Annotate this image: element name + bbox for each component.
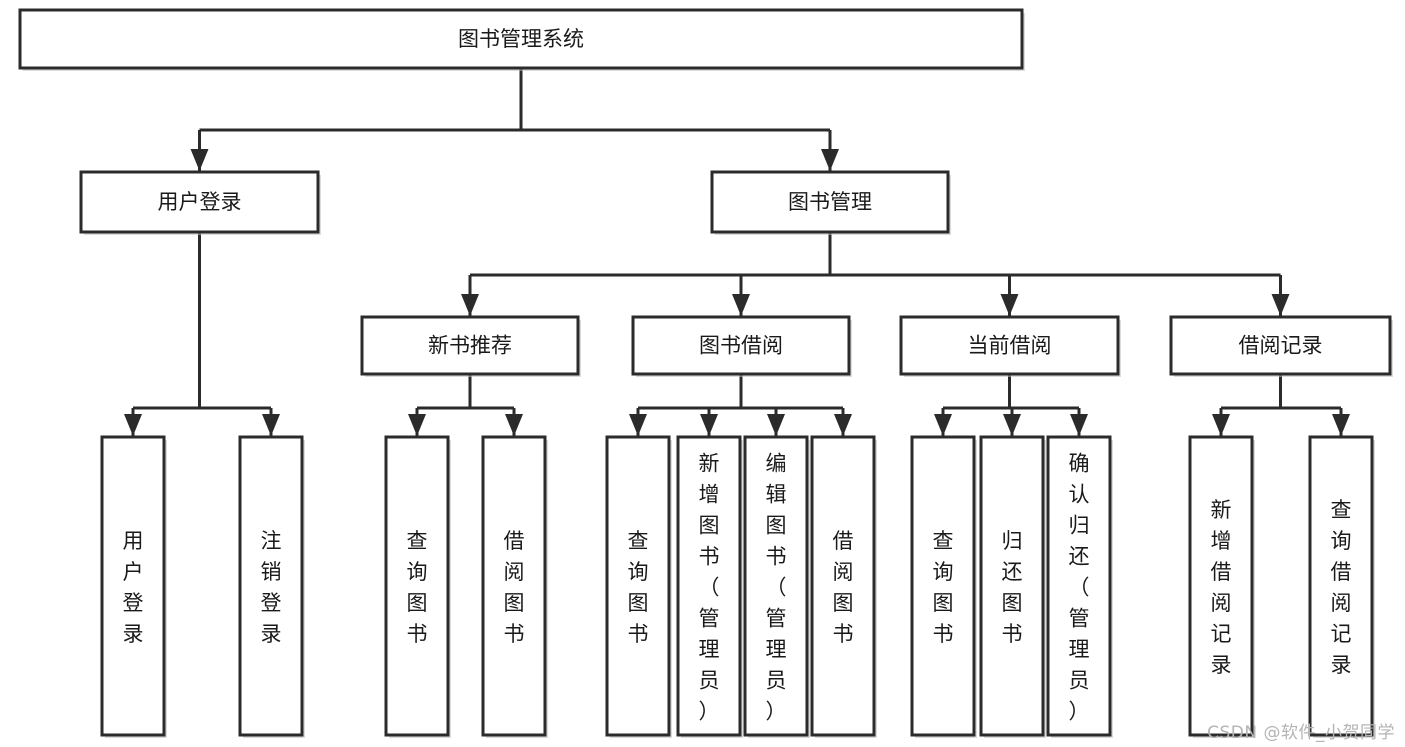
- box-outline: [605, 435, 671, 737]
- node-label: 借阅图书: [504, 529, 525, 646]
- node-leaf-query-record[interactable]: 查询借阅记录: [1308, 435, 1375, 738]
- box-outline: [1169, 315, 1392, 376]
- box-outline: [18, 8, 1024, 70]
- arrow-head-icon: [1332, 414, 1350, 436]
- box-outline: [384, 435, 450, 737]
- node-label: 确认归还（管理员）: [1069, 452, 1090, 724]
- node-leaf-borrow-book[interactable]: 借阅图书: [810, 435, 877, 738]
- node-label: 注销登录: [261, 529, 282, 646]
- box-outline: [910, 435, 976, 737]
- box-outline: [979, 435, 1045, 737]
- node-label: 图书借阅: [699, 334, 783, 358]
- arrow-head-icon: [834, 414, 852, 436]
- node-leaf-add-record[interactable]: 新增借阅记录: [1188, 435, 1255, 738]
- node-label: 查询图书: [933, 529, 954, 646]
- node-borrow-record[interactable]: 借阅记录: [1169, 315, 1393, 377]
- node-current-borrow[interactable]: 当前借阅: [899, 315, 1121, 377]
- node-user-login[interactable]: 用户登录: [79, 170, 321, 235]
- node-book-manage[interactable]: 图书管理: [710, 170, 951, 235]
- arrow-head-icon: [1271, 294, 1290, 316]
- box-outline: [1308, 435, 1374, 737]
- node-label: 新增图书（管理员）: [699, 452, 720, 724]
- node-label: 编辑图书（管理员）: [766, 452, 787, 724]
- box-outline: [79, 170, 320, 234]
- box-outline: [1188, 435, 1254, 737]
- node-label: 查询图书: [407, 529, 428, 646]
- box-outline: [710, 170, 950, 234]
- arrow-head-icon: [461, 294, 479, 316]
- arrow-head-icon: [124, 414, 142, 436]
- arrow-head-icon: [629, 414, 647, 436]
- arrow-head-icon: [1212, 414, 1230, 436]
- box-outline: [743, 435, 809, 737]
- node-label: 查询借阅记录: [1331, 498, 1352, 677]
- node-leaf-confirm-return[interactable]: 确认归还（管理员）: [1046, 435, 1113, 738]
- box-outline: [238, 435, 304, 737]
- arrow-head-icon: [1000, 294, 1019, 316]
- node-new-book-recommend[interactable]: 新书推荐: [360, 315, 581, 377]
- box-outline: [481, 435, 547, 737]
- box-outline: [810, 435, 876, 737]
- arrow-head-icon: [700, 414, 718, 436]
- box-outline: [360, 315, 580, 376]
- node-leaf-edit-book[interactable]: 编辑图书（管理员）: [743, 435, 810, 738]
- node-label: 借阅记录: [1239, 334, 1323, 358]
- node-leaf-return-book[interactable]: 归还图书: [979, 435, 1046, 738]
- node-leaf-add-book[interactable]: 新增图书（管理员）: [676, 435, 743, 738]
- node-leaf-logout[interactable]: 注销登录: [238, 435, 305, 738]
- node-label: 归还图书: [1002, 529, 1023, 646]
- node-label: 新增借阅记录: [1211, 498, 1232, 677]
- node-leaf-query-book-current[interactable]: 查询图书: [910, 435, 977, 738]
- arrow-head-icon: [821, 149, 839, 171]
- connector-lines: [124, 68, 1350, 436]
- arrow-head-icon: [732, 294, 750, 316]
- box-outline: [100, 435, 166, 737]
- node-label: 当前借阅: [968, 334, 1052, 358]
- node-label: 新书推荐: [428, 334, 512, 358]
- node-leaf-borrow-book-recommend[interactable]: 借阅图书: [481, 435, 548, 738]
- arrow-head-icon: [190, 149, 209, 171]
- node-leaf-query-book-borrow[interactable]: 查询图书: [605, 435, 672, 738]
- arrow-head-icon: [505, 414, 523, 436]
- node-leaf-user-login[interactable]: 用户登录: [100, 435, 167, 738]
- node-label: 查询图书: [628, 529, 649, 646]
- node-label: 用户登录: [158, 190, 242, 214]
- box-outline: [1046, 435, 1112, 737]
- csdn-watermark: CSDN @软件_小贺同学: [1207, 723, 1395, 743]
- arrow-head-icon: [1003, 414, 1021, 436]
- node-leaf-query-book-recommend[interactable]: 查询图书: [384, 435, 451, 738]
- box-outline: [899, 315, 1120, 376]
- node-label: 图书管理: [788, 190, 872, 214]
- arrow-head-icon: [934, 414, 952, 436]
- node-root-book-management-system[interactable]: 图书管理系统: [18, 8, 1025, 71]
- box-outline: [631, 315, 851, 376]
- node-book-borrow[interactable]: 图书借阅: [631, 315, 852, 377]
- arrow-head-icon: [1070, 414, 1088, 436]
- node-label: 借阅图书: [833, 529, 854, 646]
- node-boxes: 图书管理系统用户登录图书管理新书推荐图书借阅当前借阅借阅记录用户登录注销登录查询…: [18, 8, 1393, 738]
- node-label: 图书管理系统: [458, 27, 584, 51]
- arrow-head-icon: [262, 414, 280, 436]
- arrow-head-icon: [767, 414, 785, 436]
- arrow-head-icon: [408, 414, 426, 436]
- node-label: 用户登录: [123, 529, 144, 646]
- box-outline: [676, 435, 742, 737]
